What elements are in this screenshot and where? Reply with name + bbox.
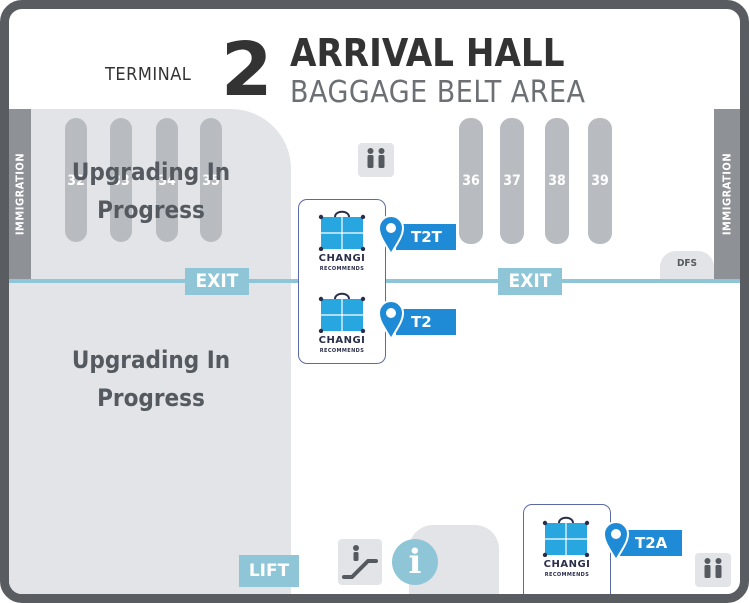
changi-recommends-shop-t2[interactable]: CHANGI RECOMMENDS: [302, 285, 382, 359]
terminal-number: 2: [221, 27, 273, 113]
immigration-left: IMMIGRATION: [9, 109, 31, 279]
dfs-shop[interactable]: DFS: [660, 251, 714, 279]
upgrading-notice-bottom: Upgrading In Progress: [71, 346, 231, 412]
exit-sign-right[interactable]: EXIT: [498, 268, 562, 295]
belt-number: 39: [591, 173, 609, 189]
changi-recommends-shop-t2t[interactable]: CHANGI RECOMMENDS: [302, 203, 382, 277]
shopping-bag-icon: [318, 210, 366, 251]
belt-number: 38: [548, 173, 566, 189]
belt-36[interactable]: 36: [459, 118, 483, 244]
restroom-glyph: [704, 558, 722, 578]
location-pin-icon[interactable]: [602, 520, 630, 562]
lift-sign[interactable]: LIFT: [239, 555, 299, 587]
belt-33[interactable]: 33: [110, 118, 132, 242]
restroom-icon[interactable]: [358, 143, 394, 177]
shopping-bag-icon: [542, 516, 590, 557]
changi-recommends-shop-t2a[interactable]: CHANGI RECOMMENDS: [523, 504, 611, 594]
page-subtitle: BAGGAGE BELT AREA: [290, 75, 586, 110]
belt-38[interactable]: 38: [545, 118, 569, 244]
location-pin-icon[interactable]: [377, 299, 405, 341]
belt-number: 32: [67, 173, 85, 189]
information-icon[interactable]: i: [392, 539, 438, 585]
belt-37[interactable]: 37: [500, 118, 524, 244]
location-code-t2t[interactable]: T2T: [396, 224, 456, 250]
belt-number: 36: [462, 173, 480, 189]
immigration-right-label: IMMIGRATION: [720, 152, 734, 236]
shop-brand: CHANGI: [543, 559, 591, 570]
belt-34[interactable]: 34: [156, 118, 178, 242]
immigration-right: IMMIGRATION: [714, 109, 740, 279]
shop-tagline: RECOMMENDS: [319, 266, 365, 272]
belt-32[interactable]: 32: [65, 118, 87, 242]
location-code-t2[interactable]: T2: [396, 309, 456, 335]
escalator-glyph: [342, 545, 378, 579]
escalator-icon[interactable]: [338, 539, 382, 585]
restroom-glyph: [367, 148, 385, 168]
exit-sign-left[interactable]: EXIT: [185, 268, 249, 295]
belt-35[interactable]: 35: [200, 118, 222, 242]
belt-number: 37: [503, 173, 521, 189]
upgrading-notice-top: Upgrading In Progress: [71, 158, 231, 224]
shop-brand: CHANGI: [318, 253, 366, 264]
location-pin-icon[interactable]: [377, 214, 405, 256]
shop-tagline: RECOMMENDS: [319, 348, 365, 354]
page-title: ARRIVAL HALL: [290, 31, 565, 75]
belt-number: 33: [112, 173, 130, 189]
terminal-label: TERMINAL: [105, 64, 192, 85]
belt-number: 34: [158, 173, 176, 189]
immigration-left-label: IMMIGRATION: [13, 152, 27, 236]
location-code-t2a[interactable]: T2A: [620, 530, 682, 556]
restroom-icon[interactable]: [695, 553, 731, 587]
shop-brand: CHANGI: [318, 335, 366, 346]
belt-39[interactable]: 39: [588, 118, 612, 244]
shopping-bag-icon: [318, 292, 366, 333]
shop-tagline: RECOMMENDS: [544, 572, 590, 578]
belt-number: 35: [202, 173, 220, 189]
